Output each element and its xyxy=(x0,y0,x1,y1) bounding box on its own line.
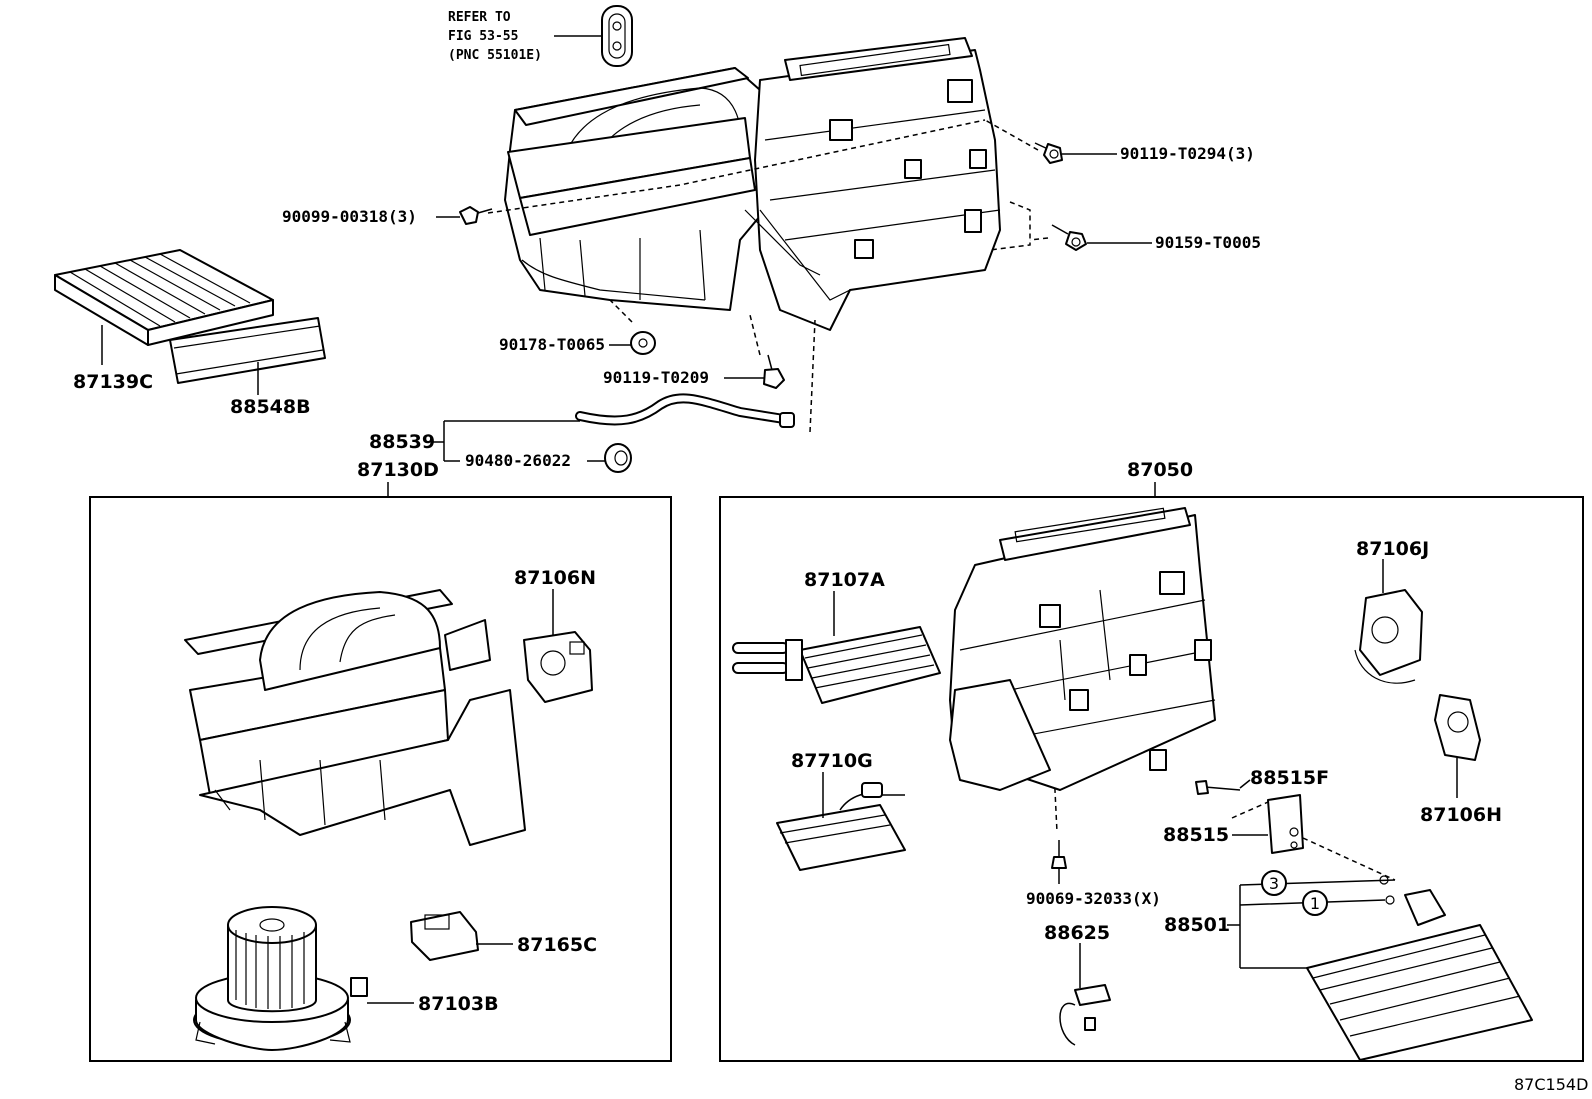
label-evaporator: 88501 xyxy=(1164,914,1230,936)
resistor-icon xyxy=(410,911,479,961)
clip-bottom-icon xyxy=(630,331,656,355)
radiator-housing-icon xyxy=(949,507,1216,791)
label-filter-element: 87139C xyxy=(73,371,153,393)
reference-line-2: FIG 53-55 xyxy=(448,29,518,44)
grommet-ref-icon xyxy=(601,5,633,67)
heater-element-icon xyxy=(776,782,906,871)
callout-3-marker: 3 xyxy=(1261,870,1287,896)
hvac-unit-illustration xyxy=(504,37,1001,331)
expansion-valve-icon xyxy=(1267,794,1304,854)
label-expansion-valve: 88515 xyxy=(1163,824,1229,846)
blower-housing-icon xyxy=(184,589,526,846)
leader-valve-bolt xyxy=(1239,779,1251,789)
blower-motor-icon xyxy=(193,906,368,1051)
label-drain-hose: 88539 xyxy=(369,431,435,453)
label-unit-screw: 90069-32033(X) xyxy=(1026,889,1161,908)
reference-line-1: REFER TO xyxy=(448,10,511,25)
reference-note: REFER TO FIG 53-55 (PNC 55101E) xyxy=(448,5,633,67)
label-heater-element: 87710G xyxy=(791,750,873,772)
reference-line-3: (PNC 55101E) xyxy=(448,48,542,63)
label-screw-left: 90099-00318(3) xyxy=(282,207,417,226)
figure-code: 87C154D xyxy=(1514,1075,1588,1094)
grommet-icon xyxy=(604,443,632,473)
leader-drain-hose xyxy=(432,420,580,462)
unit-screw-icon xyxy=(1051,840,1067,869)
label-servo-87106H: 87106H xyxy=(1420,804,1502,826)
radiator-assembly-box xyxy=(719,496,1584,1062)
valve-dashed-lines xyxy=(1231,801,1396,881)
label-grommet: 90480-26022 xyxy=(465,451,571,470)
label-filter-cover: 88548B xyxy=(230,396,311,418)
valve-bolt-icon xyxy=(1195,780,1241,795)
callout-1-marker: 1 xyxy=(1302,890,1328,916)
blower-assembly-box xyxy=(89,496,672,1062)
label-blower-group: 87130D xyxy=(357,459,439,481)
callout-3-text: 3 xyxy=(1269,874,1279,893)
label-blower-motor: 87103B xyxy=(418,993,499,1015)
label-thermistor: 88625 xyxy=(1044,922,1110,944)
label-nut-right: 90159-T0005 xyxy=(1155,233,1261,252)
filter-element-icon xyxy=(54,249,274,346)
servo-87106H-icon xyxy=(1434,694,1481,761)
nut-right-icon xyxy=(1051,224,1087,251)
leader-evaporator xyxy=(1227,879,1396,969)
label-clip-bottom: 90178-T0065 xyxy=(499,335,605,354)
label-screw-bottom: 90119-T0209 xyxy=(603,368,709,387)
callout-1-text: 1 xyxy=(1310,894,1320,913)
label-servo-87106J: 87106J xyxy=(1356,538,1429,560)
servo-87106N-icon xyxy=(523,631,593,703)
label-resistor: 87165C xyxy=(517,934,597,956)
filter-cover-icon xyxy=(169,317,326,384)
screw-top-right-icon xyxy=(1034,142,1063,164)
label-screw-top-right: 90119-T0294(3) xyxy=(1120,144,1255,163)
screw-bottom-icon xyxy=(763,354,785,389)
heater-core-icon xyxy=(732,626,941,704)
drain-hose-icon xyxy=(575,393,795,428)
label-radiator-group: 87050 xyxy=(1127,459,1193,481)
label-servo-87106N: 87106N xyxy=(514,567,596,589)
evaporator-icon xyxy=(1306,875,1533,1061)
thermistor-icon xyxy=(1059,984,1111,1046)
screw-left-icon xyxy=(459,206,493,225)
label-heater-core: 87107A xyxy=(804,569,885,591)
assembly-dashed-lines xyxy=(487,119,1058,833)
servo-87106J-icon xyxy=(1354,589,1423,684)
label-valve-bolt: 88515F xyxy=(1250,767,1329,789)
